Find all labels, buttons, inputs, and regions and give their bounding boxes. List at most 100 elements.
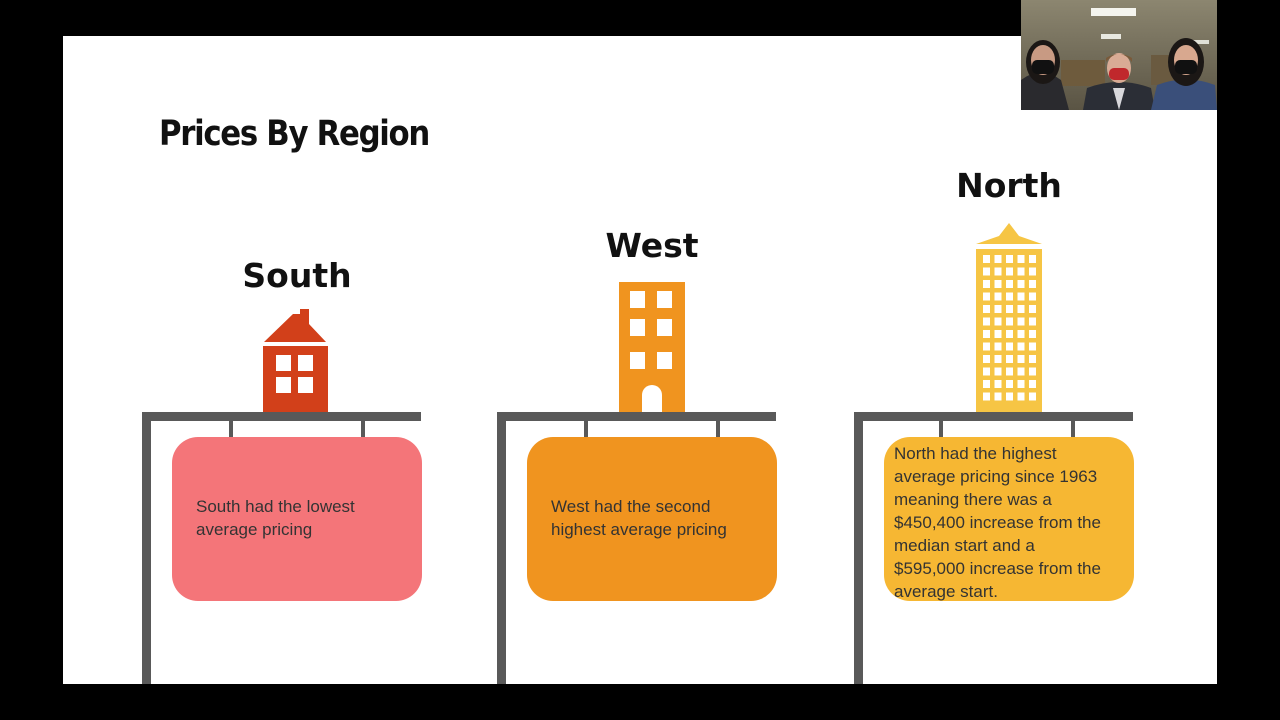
skyscraper-window <box>1029 280 1036 288</box>
skyscraper-window <box>983 255 990 263</box>
skyscraper-window <box>983 355 990 363</box>
region-label-north: North <box>956 166 1062 205</box>
skyscraper-window <box>983 292 990 301</box>
sign-text-line: $450,400 increase from the <box>894 513 1101 532</box>
region-label-west: West <box>605 226 699 265</box>
skyscraper-window <box>994 317 1002 326</box>
participant-center <box>1083 53 1155 110</box>
skyscraper-window <box>1017 292 1025 301</box>
sign-south: South had the lowest average pricing <box>172 437 422 601</box>
sign-text-line: West had the second <box>551 497 711 516</box>
skyscraper-window <box>983 342 990 351</box>
apartment-building-icon <box>619 282 685 413</box>
skyscraper-window <box>1029 392 1036 401</box>
skyscraper-window <box>983 267 990 276</box>
skyscraper-window <box>1029 355 1036 363</box>
sign-text-west: West had the second highest average pric… <box>551 495 727 541</box>
skyscraper-window <box>983 280 990 288</box>
skyscraper-window <box>1017 355 1025 363</box>
skyscraper-window <box>1006 392 1013 401</box>
skyscraper-window <box>983 380 990 388</box>
skyscraper-icon <box>976 223 1042 412</box>
sign-hook-west-right <box>716 420 720 444</box>
signpost-pole-west <box>497 412 506 684</box>
sign-west: West had the second highest average pric… <box>527 437 777 601</box>
sign-text-line: highest average pricing <box>551 520 727 539</box>
sign-text-line: North had the highest <box>894 444 1057 463</box>
skyscraper-window <box>983 305 990 313</box>
sign-hook-west-left <box>584 420 588 444</box>
signpost-arm-north <box>854 412 1133 421</box>
skyscraper-window <box>1006 342 1013 351</box>
sign-text-line: $595,000 increase from the <box>894 559 1101 578</box>
skyscraper-window <box>1006 305 1013 313</box>
skyscraper-window <box>1029 380 1036 388</box>
skyscraper-window <box>1006 317 1013 326</box>
skyscraper-window <box>994 342 1002 351</box>
skyscraper-window <box>994 292 1002 301</box>
sign-hook-north-right <box>1071 420 1075 444</box>
presentation-slide: Prices By Region South South had the low… <box>63 36 1217 684</box>
skyscraper-window <box>994 367 1002 376</box>
participant-left <box>1021 40 1069 110</box>
sign-text-line: South had the lowest <box>196 497 355 516</box>
skyscraper-window <box>1029 305 1036 313</box>
skyscraper-window <box>1006 267 1013 276</box>
sign-text-line: median start and a <box>894 536 1035 555</box>
house-icon <box>263 309 328 413</box>
skyscraper-window <box>1006 255 1013 263</box>
skyscraper-window <box>994 330 1002 338</box>
video-call-thumbnail[interactable] <box>1021 0 1217 110</box>
sign-text-line: average pricing <box>196 520 313 539</box>
video-feed <box>1021 0 1217 110</box>
sign-text-north: North had the highest average pricing si… <box>894 442 1101 603</box>
skyscraper-window <box>1017 342 1025 351</box>
skyscraper-window <box>994 267 1002 276</box>
slide-title: Prices By Region <box>159 114 430 154</box>
skyscraper-window <box>994 380 1002 388</box>
skyscraper-window <box>1029 367 1036 376</box>
skyscraper-window <box>994 355 1002 363</box>
skyscraper-window <box>1006 367 1013 376</box>
skyscraper-window <box>1029 330 1036 338</box>
skyscraper-window <box>1006 380 1013 388</box>
participant-right <box>1151 38 1217 110</box>
skyscraper-window <box>1006 330 1013 338</box>
skyscraper-window <box>983 317 990 326</box>
skyscraper-window <box>1017 280 1025 288</box>
skyscraper-window <box>994 255 1002 263</box>
skyscraper-window <box>1029 317 1036 326</box>
skyscraper-window <box>983 367 990 376</box>
skyscraper-window <box>1029 342 1036 351</box>
skyscraper-window <box>1017 330 1025 338</box>
skyscraper-window <box>1006 280 1013 288</box>
signpost-pole-north <box>854 412 863 684</box>
skyscraper-window <box>994 305 1002 313</box>
skyscraper-window <box>983 392 990 401</box>
sign-text-line: meaning there was a <box>894 490 1052 509</box>
skyscraper-window <box>1029 267 1036 276</box>
skyscraper-window <box>1029 292 1036 301</box>
signpost-arm-south <box>142 412 421 421</box>
skyscraper-window <box>994 392 1002 401</box>
skyscraper-window <box>1017 380 1025 388</box>
sign-hook-north-left <box>939 420 943 444</box>
sign-text-line: average start. <box>894 582 998 601</box>
skyscraper-window <box>1017 367 1025 376</box>
sign-text-line: average pricing since 1963 <box>894 467 1098 486</box>
skyscraper-window <box>1006 355 1013 363</box>
sign-hook-south-left <box>229 420 233 444</box>
skyscraper-window <box>1017 317 1025 326</box>
sign-north: North had the highest average pricing si… <box>884 437 1134 601</box>
skyscraper-window <box>1017 392 1025 401</box>
sign-text-south: South had the lowest average pricing <box>196 495 355 541</box>
region-label-south: South <box>242 256 352 295</box>
skyscraper-window <box>983 330 990 338</box>
skyscraper-window <box>1029 255 1036 263</box>
skyscraper-window <box>994 280 1002 288</box>
skyscraper-window <box>1017 267 1025 276</box>
skyscraper-window <box>1017 305 1025 313</box>
signpost-arm-west <box>497 412 776 421</box>
sign-hook-south-right <box>361 420 365 444</box>
skyscraper-window <box>1006 292 1013 301</box>
